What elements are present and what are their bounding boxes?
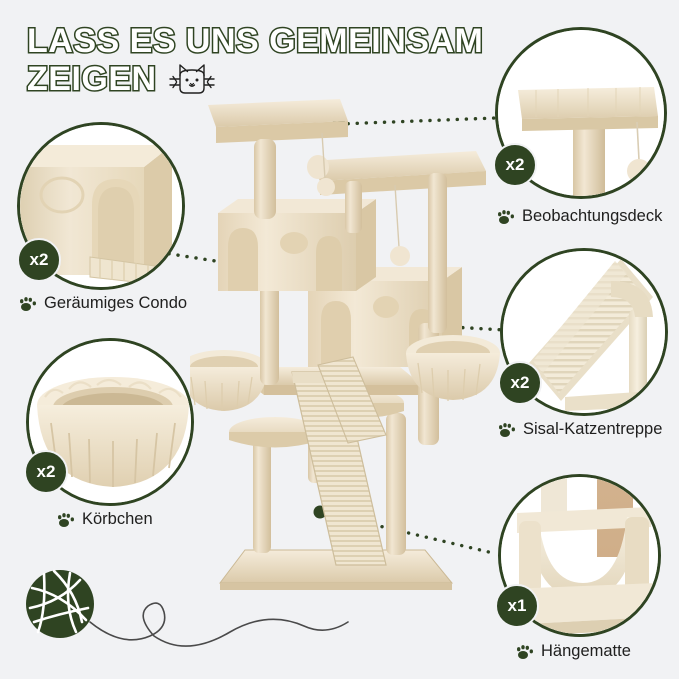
callout-beobachtungsdeck[interactable]: x2 Beobachtungsdeck (493, 27, 667, 232)
yarn-string-path (89, 602, 349, 647)
callout-sisal-katzentreppe[interactable]: x2 Sisal-Katzentreppe (498, 248, 675, 453)
callout-koerbchen[interactable]: x2 Körbchen (24, 338, 201, 538)
basket-right (406, 335, 500, 401)
callout-label-condo: Geräumiges Condo (44, 294, 188, 312)
callout-label-ramp: Sisal-Katzentreppe (523, 420, 663, 438)
pompom-top (317, 178, 335, 196)
post-lower-left (253, 425, 271, 553)
paw-print-icon (58, 513, 74, 527)
page-title: LASS ES UNS GEMEINSAM ZEIGEN (26, 21, 485, 100)
post-perch-right-a (345, 181, 362, 233)
post-top (254, 139, 276, 219)
platform-small-left (229, 417, 321, 448)
callout-haengematte[interactable]: x1 Hängematte (495, 474, 673, 674)
post-perch-right-b (428, 173, 447, 333)
paw-print-icon (498, 210, 514, 224)
sisal-ramp-upper (317, 356, 387, 444)
base-board (218, 549, 454, 590)
cat-face-icon (169, 64, 215, 94)
basket-left (190, 350, 268, 411)
quantity-badge-basket: x2 (24, 450, 68, 494)
yarn-ball-icon (26, 569, 349, 647)
dangle-ball-mid (394, 184, 400, 248)
callout-geraeumiges-condo[interactable]: x2 Geräumiges Condo (17, 122, 202, 327)
quantity-badge-condo: x2 (17, 238, 61, 282)
callout-circle-ramp (500, 248, 668, 416)
paw-print-icon (499, 423, 515, 437)
paw-print-icon (20, 297, 36, 311)
callout-caption-basket: Körbchen (58, 510, 153, 529)
callout-label-hammock: Hängematte (541, 642, 631, 660)
callout-caption-ramp: Sisal-Katzentreppe (499, 420, 662, 439)
dangle-ball-top (321, 132, 326, 180)
callout-label-basket: Körbchen (82, 510, 153, 528)
quantity-badge-deck: x2 (493, 143, 537, 187)
post-lower-right (386, 413, 406, 555)
post-center (260, 285, 279, 385)
callout-caption-condo: Geräumiges Condo (20, 294, 187, 313)
perch-top (208, 99, 348, 143)
paw-print-icon (517, 645, 533, 659)
quantity-badge-hammock: x1 (495, 584, 539, 628)
product-image (190, 99, 500, 590)
callout-caption-deck: Beobachtungsdeck (498, 207, 662, 226)
callout-circle-hammock (498, 474, 661, 637)
callout-label-deck: Beobachtungsdeck (522, 207, 663, 225)
quantity-badge-ramp: x2 (498, 361, 542, 405)
pompom-mid (390, 246, 410, 266)
condo-upper (218, 199, 376, 291)
callout-caption-hammock: Hängematte (517, 642, 631, 661)
callout-circle-basket (26, 338, 194, 506)
